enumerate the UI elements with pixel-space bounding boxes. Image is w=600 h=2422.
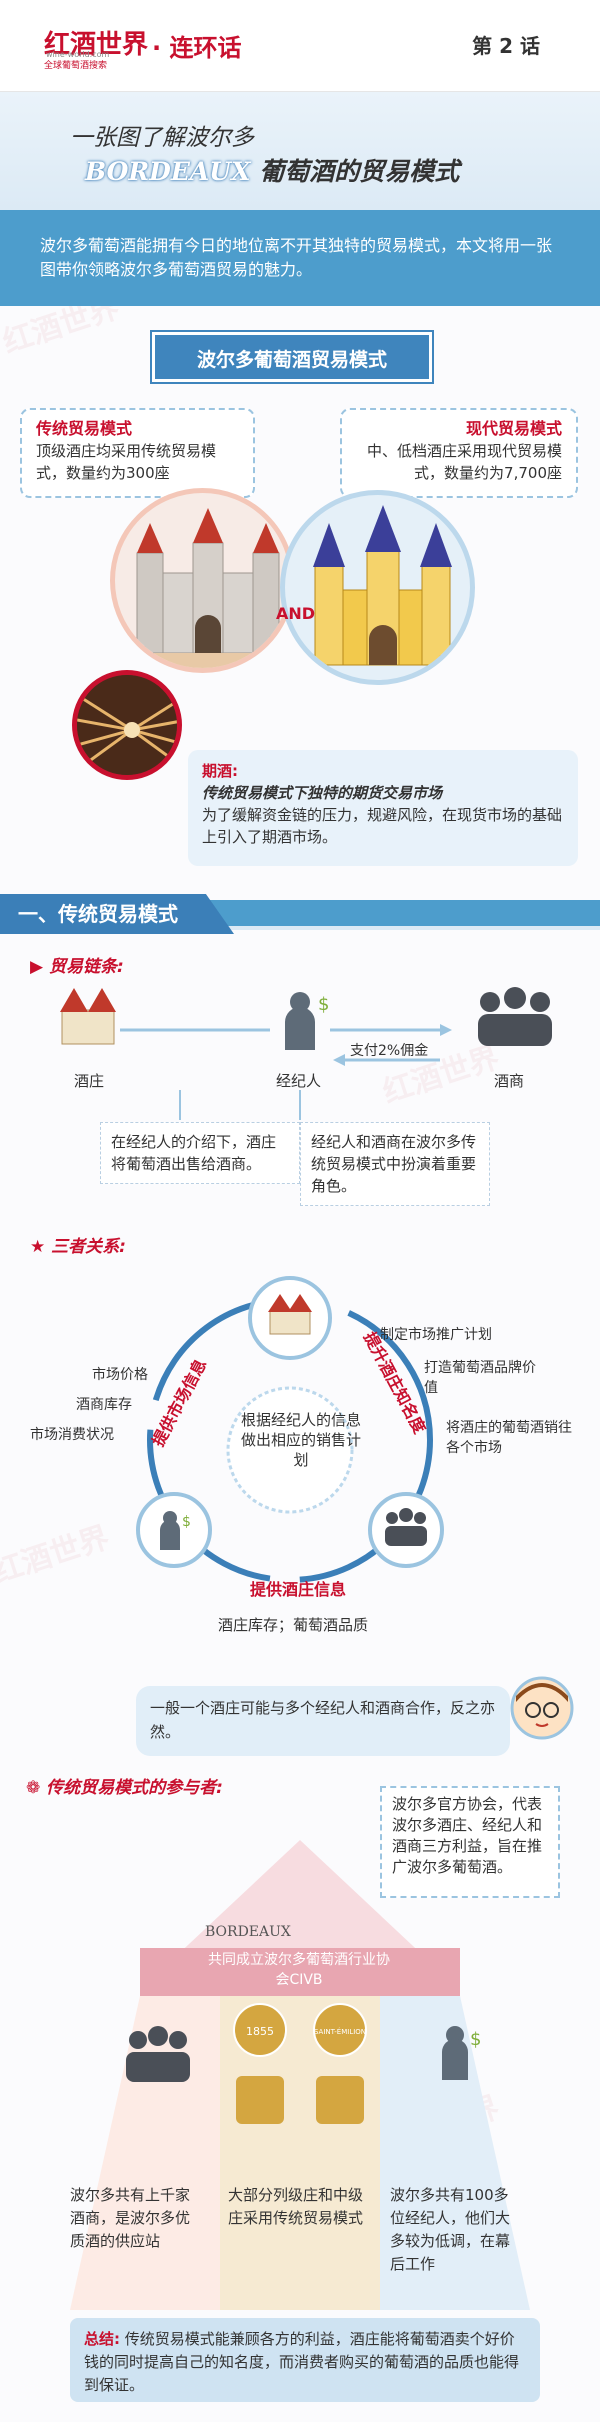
broker-label: 经纪人 — [276, 1072, 322, 1090]
commission-label: 支付2%佣金 — [350, 1043, 429, 1059]
header-bar: 红酒世界 wine-world.com 全球葡萄酒搜索 · 连环话 第 2 话 — [0, 0, 600, 92]
title-line-1: 一张图了解波尔多 — [70, 125, 254, 151]
summary-text: 传统贸易模式能兼顾各方的利益，酒庄能将葡萄酒卖个好价钱的同时提高自己的知名度，而… — [84, 2330, 520, 2394]
modern-text: 中、低档酒庄采用现代贸易模式，数量约为7,700座 — [366, 442, 562, 482]
chateau-icon — [60, 988, 116, 1045]
participants-heading-text: 传统贸易模式的参与者: — [46, 1778, 223, 1798]
cycle-center-text: 根据经纪人的信息做出相应的销售计划 — [240, 1411, 361, 1469]
futures-cellar-circle — [72, 670, 182, 780]
cycle-merchant-icon — [385, 1508, 427, 1546]
modern-box: 现代贸易模式 中、低档酒庄采用现代贸易模式，数量约为7,700座 — [340, 408, 578, 498]
badge-1855: 1855 — [246, 2025, 274, 2038]
logo-subtitle: 全球葡萄酒搜索 — [44, 61, 108, 71]
wine-cellar-icon — [77, 675, 177, 775]
svg-text:$: $ — [182, 1514, 191, 1530]
section-title: 一、传统贸易模式 — [0, 894, 234, 934]
merchant-group-icon — [478, 987, 552, 1046]
summary-box: 总结: 传统贸易模式能兼顾各方的利益，酒庄能将葡萄酒卖个好价钱的同时提高自己的知… — [70, 2318, 540, 2402]
traditional-heading: 传统贸易模式 — [36, 419, 133, 438]
traditional-box: 传统贸易模式 顶级酒庄均采用传统贸易模式，数量约为300座 — [20, 408, 255, 498]
chain-heading-text: 贸易链条: — [49, 957, 124, 977]
cycle-bottom-text: 酒庄库存；葡萄酒品质 — [218, 1616, 369, 1634]
modern-castle-circle — [280, 490, 475, 685]
arc-chateau-info: 提供酒庄信息 — [250, 1580, 347, 1599]
modern-heading: 现代贸易模式 — [465, 419, 562, 438]
right-item-2: 打造葡萄酒品牌价值 — [424, 1360, 536, 1396]
relation-heading-text: 三者关系: — [51, 1237, 126, 1257]
cycle-broker-icon: $ — [160, 1511, 191, 1550]
futures-line-1: 传统贸易模式下独特的期货交易市场 — [202, 784, 443, 802]
logo[interactable]: 红酒世界 — [44, 30, 149, 60]
svg-text:$: $ — [318, 994, 329, 1015]
series-label: · 连环话 — [152, 34, 242, 62]
left-item-1: 市场价格 — [92, 1367, 148, 1383]
svg-text:$: $ — [470, 2029, 481, 2050]
badge-saint-emilion: SAINT-ÉMILION — [314, 2027, 366, 2036]
chain-heading: ▶ 贸易链条: — [30, 957, 124, 977]
relation-heading: ★ 三者关系: — [30, 1237, 126, 1257]
title-cn: 葡萄酒的贸易模式 — [259, 157, 460, 186]
merchant-label: 酒商 — [494, 1072, 525, 1090]
intro-text: 波尔多葡萄酒能拥有今日的地位离不开其独特的贸易模式，本文将用一张图带你领略波尔多… — [0, 210, 600, 306]
relation-cycle-diagram: $ — [136, 1276, 444, 1583]
note-bubble: 一般一个酒庄可能与多个经纪人和酒商合作，反之亦然。 — [136, 1686, 510, 1756]
civb-logo-text: BORDEAUX — [205, 1924, 291, 1940]
civb-band — [140, 1948, 460, 1996]
broker-column-icon: $ — [442, 2026, 481, 2080]
cartoon-avatar-icon — [510, 1676, 574, 1740]
and-label: AND — [276, 604, 316, 623]
overview-title: 波尔多葡萄酒贸易模式 — [152, 332, 432, 382]
cartoon-castle-icon — [313, 505, 452, 666]
classification-badges — [233, 2003, 367, 2124]
broker-column-text: 波尔多共有100多位经纪人，他们大多较为低调，在幕后工作 — [390, 2186, 511, 2273]
merchant-column-text: 波尔多共有上千家酒商，是波尔多优质酒的供应站 — [70, 2186, 191, 2250]
civb-text: 共同成立波尔多葡萄酒行业协会CIVB — [208, 1952, 390, 1988]
participants-heading: ❁ 传统贸易模式的参与者: — [26, 1778, 223, 1798]
right-item-3: 将酒庄的葡萄酒销往各个市场 — [446, 1420, 572, 1456]
cycle-chateau-icon — [268, 1294, 312, 1335]
left-item-3: 市场消费状况 — [30, 1427, 114, 1443]
broker-icon: $ — [285, 992, 329, 1050]
pyramid-right — [380, 1996, 530, 2310]
participants-pyramid: $ 1855 SAINT-ÉMILION — [70, 1840, 530, 2310]
trade-chain-diagram: $ — [60, 987, 552, 1120]
chateau-column-text: 大部分列级庄和中级庄采用传统贸易模式 — [228, 2186, 364, 2227]
title-line-2: BORDEAUX 葡萄酒的贸易模式 — [85, 152, 459, 188]
logo-url: wine-world.com — [46, 50, 110, 59]
left-item-2: 酒商库存 — [76, 1397, 132, 1413]
futures-label: 期酒: — [202, 762, 238, 780]
chateau-label: 酒庄 — [74, 1072, 105, 1090]
chain-note-2: 经纪人和酒商在波尔多传统贸易模式中扮演着重要角色。 — [300, 1122, 490, 1206]
right-item-1: 制定市场推广计划 — [380, 1327, 492, 1343]
traditional-castle-circle — [110, 488, 295, 673]
futures-box: 期酒: 传统贸易模式下独特的期货交易市场 为了缓解资金链的压力，规避风险，在现货… — [188, 750, 578, 866]
summary-label: 总结: — [84, 2330, 120, 2348]
title-band — [0, 92, 600, 210]
civb-note: 波尔多官方协会，代表波尔多酒庄、经纪人和酒商三方利益，旨在推广波尔多葡萄酒。 — [380, 1786, 560, 1898]
stone-castle-icon — [115, 508, 290, 668]
futures-line-2: 为了缓解资金链的压力，规避风险，在现货市场的基础上引入了期酒市场。 — [202, 806, 563, 846]
episode-label: 第 2 话 — [472, 34, 540, 58]
title-en: BORDEAUX — [85, 157, 251, 186]
traditional-text: 顶级酒庄均采用传统贸易模式，数量约为300座 — [36, 442, 217, 482]
merchant-column-icon — [126, 2026, 190, 2082]
chain-note-1: 在经纪人的介绍下，酒庄将葡萄酒出售给酒商。 — [100, 1122, 300, 1184]
